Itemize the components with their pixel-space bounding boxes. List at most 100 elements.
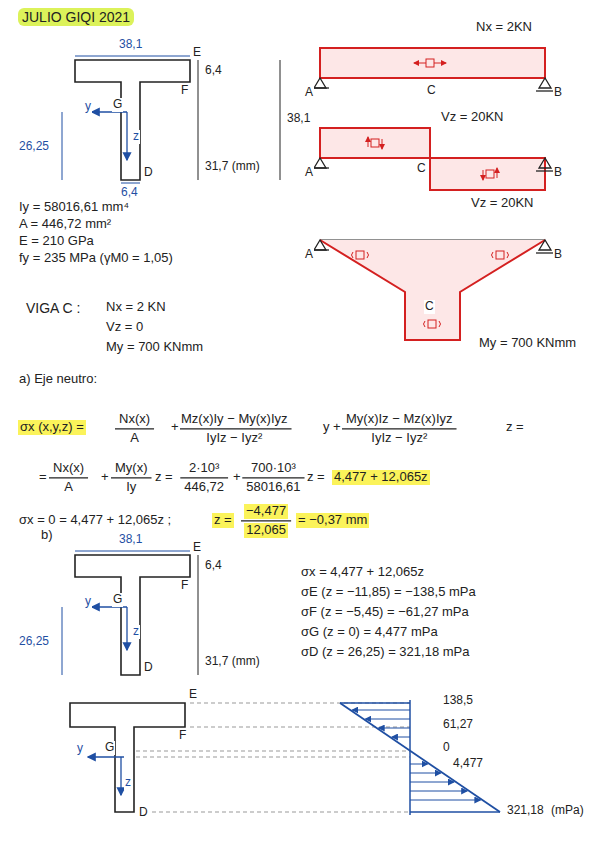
label: 26,25 [18, 140, 50, 154]
axial-diagram [320, 48, 545, 78]
label: σF (z = −5,45) = −61,27 mPa [300, 605, 470, 620]
label: z = [212, 513, 234, 528]
label: Nx(x) [52, 461, 85, 476]
fraction-bar [242, 477, 304, 478]
stress-line [340, 702, 410, 704]
label: My = 700 KNmm [105, 340, 204, 355]
label: z = [306, 470, 326, 485]
label: 31,7 (mm) [204, 655, 261, 669]
label: z [132, 130, 140, 144]
stress-arrow [352, 710, 410, 711]
dimension-line [62, 607, 63, 675]
label: = [38, 470, 48, 485]
label: σx = 4,477 + 12,065z [300, 565, 425, 580]
label: G [112, 98, 123, 112]
label: D [143, 661, 154, 675]
label: b) [40, 528, 54, 543]
level-line [136, 757, 410, 758]
stress-arrow [392, 737, 410, 738]
stress-arrow [410, 791, 467, 792]
dimension-line [198, 577, 199, 675]
label: G [104, 741, 115, 755]
label: My(x)Iz − Mz(x)Iyz [345, 412, 454, 427]
label: z [132, 625, 140, 639]
label: D [143, 166, 154, 180]
label: B [553, 248, 563, 262]
support-ground [536, 170, 554, 171]
label: σD (z = 26,25) = 321,18 mPa [300, 645, 470, 660]
label: D [138, 806, 149, 820]
label: E [192, 541, 202, 555]
label: 321,18 [506, 804, 545, 818]
label: 4,477 [452, 757, 484, 771]
label: Nx(x) [118, 412, 151, 427]
stress-arrow [410, 782, 454, 783]
label: Vz = 20KN [440, 110, 505, 125]
stress-axis [409, 700, 411, 815]
fraction-bar [180, 477, 228, 478]
label: B [553, 166, 563, 180]
title: JULIO GIQI 2021 [18, 8, 134, 26]
fraction-bar [342, 428, 457, 429]
label: 138,5 [442, 694, 474, 708]
label: σx = 0 = 4,477 + 12,065z ; [18, 513, 172, 528]
label: C [424, 300, 435, 314]
label: + [170, 420, 180, 435]
label: + [100, 470, 110, 485]
label: y [84, 595, 92, 609]
stress-arrow [410, 800, 480, 801]
label: F [180, 84, 189, 98]
label: 58016,61 [245, 480, 301, 495]
dimension-line [75, 56, 190, 57]
fraction-bar [111, 477, 152, 478]
label: C [416, 162, 427, 176]
label: Iy = 58016,61 mm⁴ [18, 200, 130, 215]
label: A [129, 431, 140, 446]
label: Nx = 2KN [475, 20, 533, 35]
roller-support [539, 240, 551, 250]
pin-support [314, 78, 326, 88]
label: σG (z = 0) = 4,477 mPa [300, 625, 439, 640]
dimension-line [75, 551, 190, 552]
label: 31,7 (mm) [204, 160, 261, 174]
fraction-bar [177, 428, 292, 429]
axis-arrow [126, 112, 127, 160]
label: A [63, 480, 74, 495]
label: Vz = 0 [105, 320, 144, 335]
label: C [426, 84, 437, 98]
stress-line [340, 703, 500, 812]
dimension-line [280, 60, 281, 180]
label: 26,25 [18, 635, 50, 649]
label: z = [154, 470, 174, 485]
dimension-line [121, 183, 140, 184]
roller-support [539, 158, 551, 168]
label: z [124, 776, 132, 790]
stress-arrow [379, 728, 410, 729]
label: 2·10³ [188, 461, 220, 476]
pin-support [314, 158, 326, 168]
dimension-line [198, 82, 199, 180]
label: E [188, 688, 198, 702]
label: F [180, 579, 189, 593]
support-ground [536, 252, 554, 253]
dimension-line [198, 555, 199, 577]
support-ground [536, 90, 554, 91]
label: 38,1 [286, 112, 311, 126]
label: Mz(x)Iy − My(x)Iyz [180, 412, 289, 427]
label: 4,477 + 12,065z [332, 470, 430, 485]
label: My = 700 KNmm [478, 336, 577, 351]
label: A [304, 248, 314, 262]
stress-arrow [365, 719, 410, 720]
label: 6,4 [204, 559, 223, 573]
level-line [152, 812, 410, 813]
label: 38,1 [118, 533, 143, 547]
roller-support [539, 78, 551, 88]
label: y [84, 100, 92, 114]
label: Iy [125, 480, 137, 495]
stress-arrow [410, 764, 428, 765]
label: 38,1 [118, 38, 143, 52]
dimension-line [198, 60, 199, 82]
axis-arrow [88, 756, 124, 757]
label: z = [505, 420, 525, 435]
level-line [136, 751, 410, 752]
